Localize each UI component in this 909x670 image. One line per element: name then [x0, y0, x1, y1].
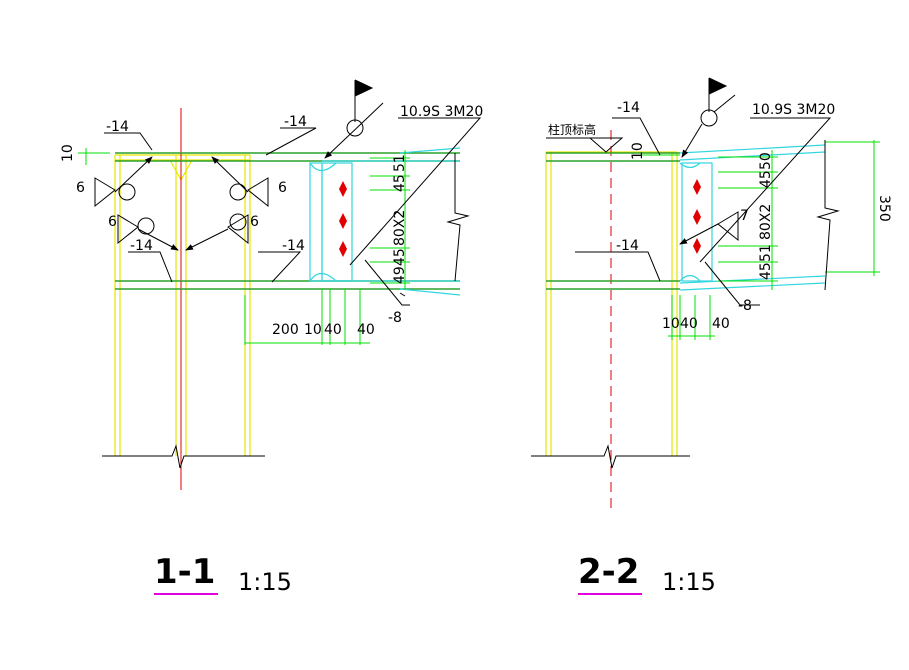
- label-bolt-pitch-2: 80X2: [758, 204, 774, 240]
- label-weld-left-top: 6: [76, 180, 85, 196]
- label-edge-bot: 49: [392, 266, 408, 284]
- bolt: [693, 179, 701, 195]
- plate-1: [309, 147, 461, 296]
- bolt: [339, 181, 347, 197]
- view-scale-1: 1:15: [238, 568, 292, 596]
- dim-lines-1b: [78, 148, 370, 345]
- plate-2: [679, 144, 826, 291]
- label-edge-top-2: 45: [758, 170, 774, 188]
- label-flange-bot: -14: [616, 238, 639, 254]
- label-column-top-elev: 柱顶标高: [548, 122, 596, 137]
- leaders-1: [104, 117, 482, 306]
- view-title-1: 1-1: [154, 552, 215, 592]
- view-scale-2: 1:15: [662, 568, 716, 596]
- label-bolt-pitch: 80X2: [392, 210, 408, 246]
- label-weld-2: 7: [740, 208, 749, 224]
- label-flange-top-right: -14: [284, 114, 307, 130]
- label-dim-200: 200: [272, 322, 299, 338]
- dim-lines-2: [640, 140, 880, 340]
- break-line-2b: [816, 140, 840, 291]
- label-plate: -8: [388, 310, 402, 326]
- view-1-1: -14 -14 -14 -14 10.9S 3M20 6 6 6 6 10 -8…: [60, 79, 483, 596]
- view-title-2: 2-2: [578, 552, 639, 592]
- label-gap-top: 10: [60, 144, 76, 162]
- label-plate-2: -8: [738, 298, 752, 314]
- label-bolt-spec-2: 10.9S 3M20: [752, 102, 835, 118]
- label-flange-bot-right: -14: [282, 238, 305, 254]
- weld-symbols-2: [546, 77, 832, 306]
- label-dim-10-2: 10: [662, 316, 680, 332]
- label-gap-top-2: 10: [630, 142, 646, 160]
- label-dim-40a-2: 40: [680, 316, 698, 332]
- label-flange-top-left: -14: [106, 119, 129, 135]
- bolt: [693, 238, 701, 254]
- label-edge-bot2-2: 45: [758, 262, 774, 280]
- label-flange-top: -14: [617, 100, 640, 116]
- label-dim-10: 10: [304, 322, 322, 338]
- label-edge-top2-2: 50: [758, 152, 774, 170]
- label-weld-left-bot: 6: [108, 214, 117, 230]
- label-weld-right-bot: 6: [250, 214, 259, 230]
- bolt-group-1: [339, 181, 347, 257]
- bolt-group-2: [693, 179, 701, 254]
- label-edge-bot2: 45: [392, 248, 408, 266]
- label-bolt-spec: 10.9S 3M20: [400, 104, 483, 120]
- break-line-1: [102, 444, 265, 469]
- label-edge-top2: 51: [392, 154, 408, 172]
- label-depth: 350: [876, 195, 892, 222]
- break-line-1b: [446, 153, 470, 282]
- beam-2: [546, 152, 680, 290]
- label-dim-40b-2: 40: [712, 316, 730, 332]
- label-edge-bot-2: 51: [758, 244, 774, 262]
- label-dim-40b: 40: [357, 322, 375, 338]
- dim-lines-1: [370, 150, 410, 290]
- bolt: [693, 209, 701, 225]
- view-2-2: 柱顶标高 -14 -14 10.9S 3M20 10 7 -8 45 50 80…: [531, 77, 892, 596]
- column-1: [114, 154, 251, 456]
- label-weld-right-top: 6: [278, 180, 287, 196]
- break-line-2: [531, 444, 690, 469]
- label-dim-40a: 40: [324, 322, 342, 338]
- bolt: [339, 241, 347, 257]
- bolt: [339, 213, 347, 229]
- label-flange-bot-left: -14: [130, 238, 153, 254]
- label-edge-top: 45: [392, 174, 408, 192]
- weld-symbols-1: [94, 79, 384, 251]
